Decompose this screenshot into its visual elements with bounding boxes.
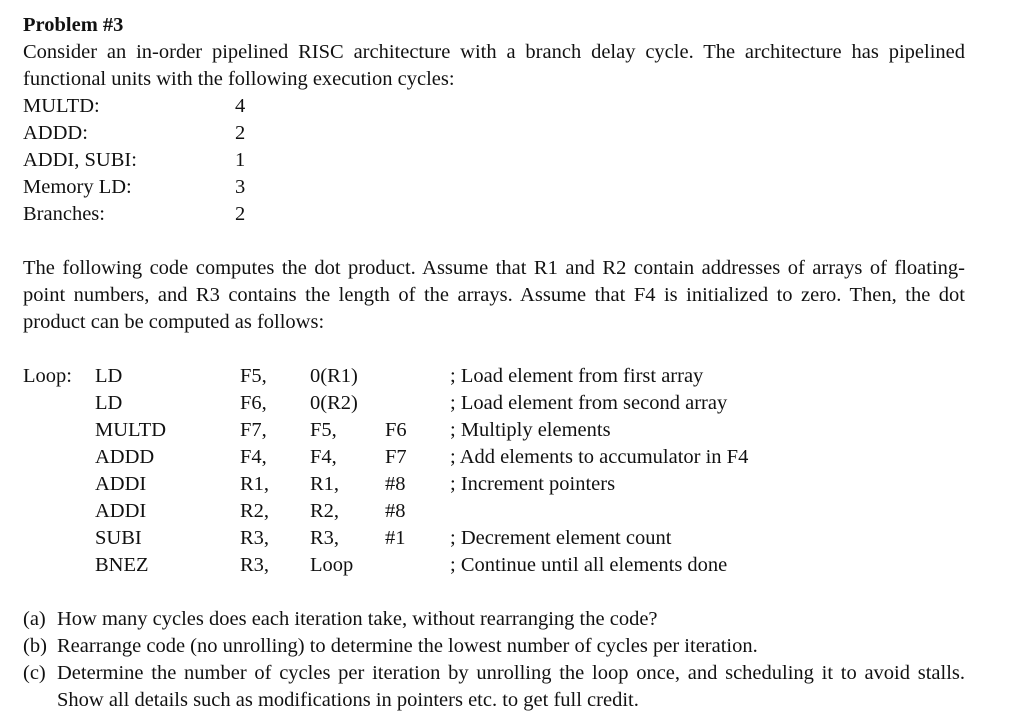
code-operand1: F6, xyxy=(240,392,267,414)
code-comment xyxy=(450,498,965,525)
code-operand3 xyxy=(385,390,450,417)
code-comment: ; Continue until all elements done xyxy=(450,554,728,576)
code-operand1: R1, xyxy=(240,473,270,495)
code-operand3: #8 xyxy=(385,500,406,522)
code-line: BNEZ R3, Loop ; Continue until all eleme… xyxy=(23,552,965,579)
code-operand3: #8 xyxy=(385,473,406,495)
code-line: MULTD F7, F5, F6 ; Multiply elements xyxy=(23,417,965,444)
code-opcode: MULTD xyxy=(95,419,166,441)
cycle-value: 4 xyxy=(235,95,246,117)
execution-cycle-row: MULTD: 4 xyxy=(23,93,965,120)
code-operand1: F5, xyxy=(240,365,267,387)
code-opcode: ADDI xyxy=(95,500,147,522)
question-number: (a) xyxy=(23,608,46,630)
code-operand2: F4, xyxy=(310,446,337,468)
code-operand2: F5, xyxy=(310,419,337,441)
unit-label: Memory LD: xyxy=(23,176,132,198)
code-comment: ; Add elements to accumulator in F4 xyxy=(450,446,749,468)
code-operand2: R2, xyxy=(310,500,340,522)
question-text: Determine the number of cycles per itera… xyxy=(57,662,965,711)
code-label xyxy=(23,390,95,417)
code-label xyxy=(23,444,95,471)
code-comment: ; Load element from first array xyxy=(450,365,704,387)
cycle-value: 1 xyxy=(235,149,246,171)
unit-label: Branches: xyxy=(23,203,105,225)
code-operand2: 0(R2) xyxy=(310,392,358,414)
cycle-value: 3 xyxy=(235,176,246,198)
code-operand2: R1, xyxy=(310,473,340,495)
question-text: Rearrange code (no unrolling) to determi… xyxy=(57,635,758,657)
unit-label: ADDI, SUBI: xyxy=(23,149,137,171)
code-opcode: LD xyxy=(95,365,123,387)
cycle-value: 2 xyxy=(235,122,246,144)
code-operand1: R3, xyxy=(240,554,270,576)
code-opcode: ADDI xyxy=(95,473,147,495)
code-operand1: R2, xyxy=(240,500,270,522)
code-label xyxy=(23,525,95,552)
problem-title: Problem #3 xyxy=(23,14,124,36)
code-operand3: F7 xyxy=(385,446,407,468)
question-text: How many cycles does each iteration take… xyxy=(57,608,658,630)
questions-list: (a) How many cycles does each iteration … xyxy=(23,606,965,714)
code-operand1: R3, xyxy=(240,527,270,549)
question-item: (b) Rearrange code (no unrolling) to det… xyxy=(23,633,965,660)
question-item: (c) Determine the number of cycles per i… xyxy=(23,660,965,714)
code-label xyxy=(23,498,95,525)
code-line: Loop: LD F5, 0(R1) ; Load element from f… xyxy=(23,363,965,390)
code-line: SUBI R3, R3, #1 ; Decrement element coun… xyxy=(23,525,965,552)
execution-cycle-row: Branches: 2 xyxy=(23,201,965,228)
code-operand2: R3, xyxy=(310,527,340,549)
cycle-value: 2 xyxy=(235,203,246,225)
code-label xyxy=(23,552,95,579)
question-item: (a) How many cycles does each iteration … xyxy=(23,606,965,633)
code-operand3 xyxy=(385,363,450,390)
code-comment: ; Multiply elements xyxy=(450,419,611,441)
code-label xyxy=(23,471,95,498)
code-comment: ; Increment pointers xyxy=(450,473,616,495)
execution-cycle-row: ADDD: 2 xyxy=(23,120,965,147)
code-operand2: Loop xyxy=(310,554,354,576)
unit-label: MULTD: xyxy=(23,95,100,117)
code-intro-paragraph: The following code computes the dot prod… xyxy=(23,257,965,333)
question-number: (b) xyxy=(23,635,47,657)
code-line: ADDD F4, F4, F7 ; Add elements to accumu… xyxy=(23,444,965,471)
execution-cycle-row: ADDI, SUBI: 1 xyxy=(23,147,965,174)
code-opcode: SUBI xyxy=(95,527,142,549)
code-line: ADDI R1, R1, #8 ; Increment pointers xyxy=(23,471,965,498)
code-line: ADDI R2, R2, #8 xyxy=(23,498,965,525)
code-line: LD F6, 0(R2) ; Load element from second … xyxy=(23,390,965,417)
code-comment: ; Decrement element count xyxy=(450,527,672,549)
assembly-code-block: Loop: LD F5, 0(R1) ; Load element from f… xyxy=(23,363,965,579)
code-operand2: 0(R1) xyxy=(310,365,358,387)
execution-cycle-row: Memory LD: 3 xyxy=(23,174,965,201)
code-opcode: ADDD xyxy=(95,446,155,468)
code-operand3 xyxy=(385,552,450,579)
code-operand1: F4, xyxy=(240,446,267,468)
code-label xyxy=(23,417,95,444)
code-operand3: #1 xyxy=(385,527,406,549)
question-number: (c) xyxy=(23,662,46,684)
code-comment: ; Load element from second array xyxy=(450,392,728,414)
code-label: Loop: xyxy=(23,365,72,387)
unit-label: ADDD: xyxy=(23,122,88,144)
intro-paragraph: Consider an in-order pipelined RISC arch… xyxy=(23,41,965,90)
execution-cycles-table: MULTD: 4 ADDD: 2 ADDI, SUBI: 1 Memory LD… xyxy=(23,93,965,228)
code-opcode: BNEZ xyxy=(95,554,149,576)
code-operand1: F7, xyxy=(240,419,267,441)
code-operand3: F6 xyxy=(385,419,407,441)
code-opcode: LD xyxy=(95,392,123,414)
